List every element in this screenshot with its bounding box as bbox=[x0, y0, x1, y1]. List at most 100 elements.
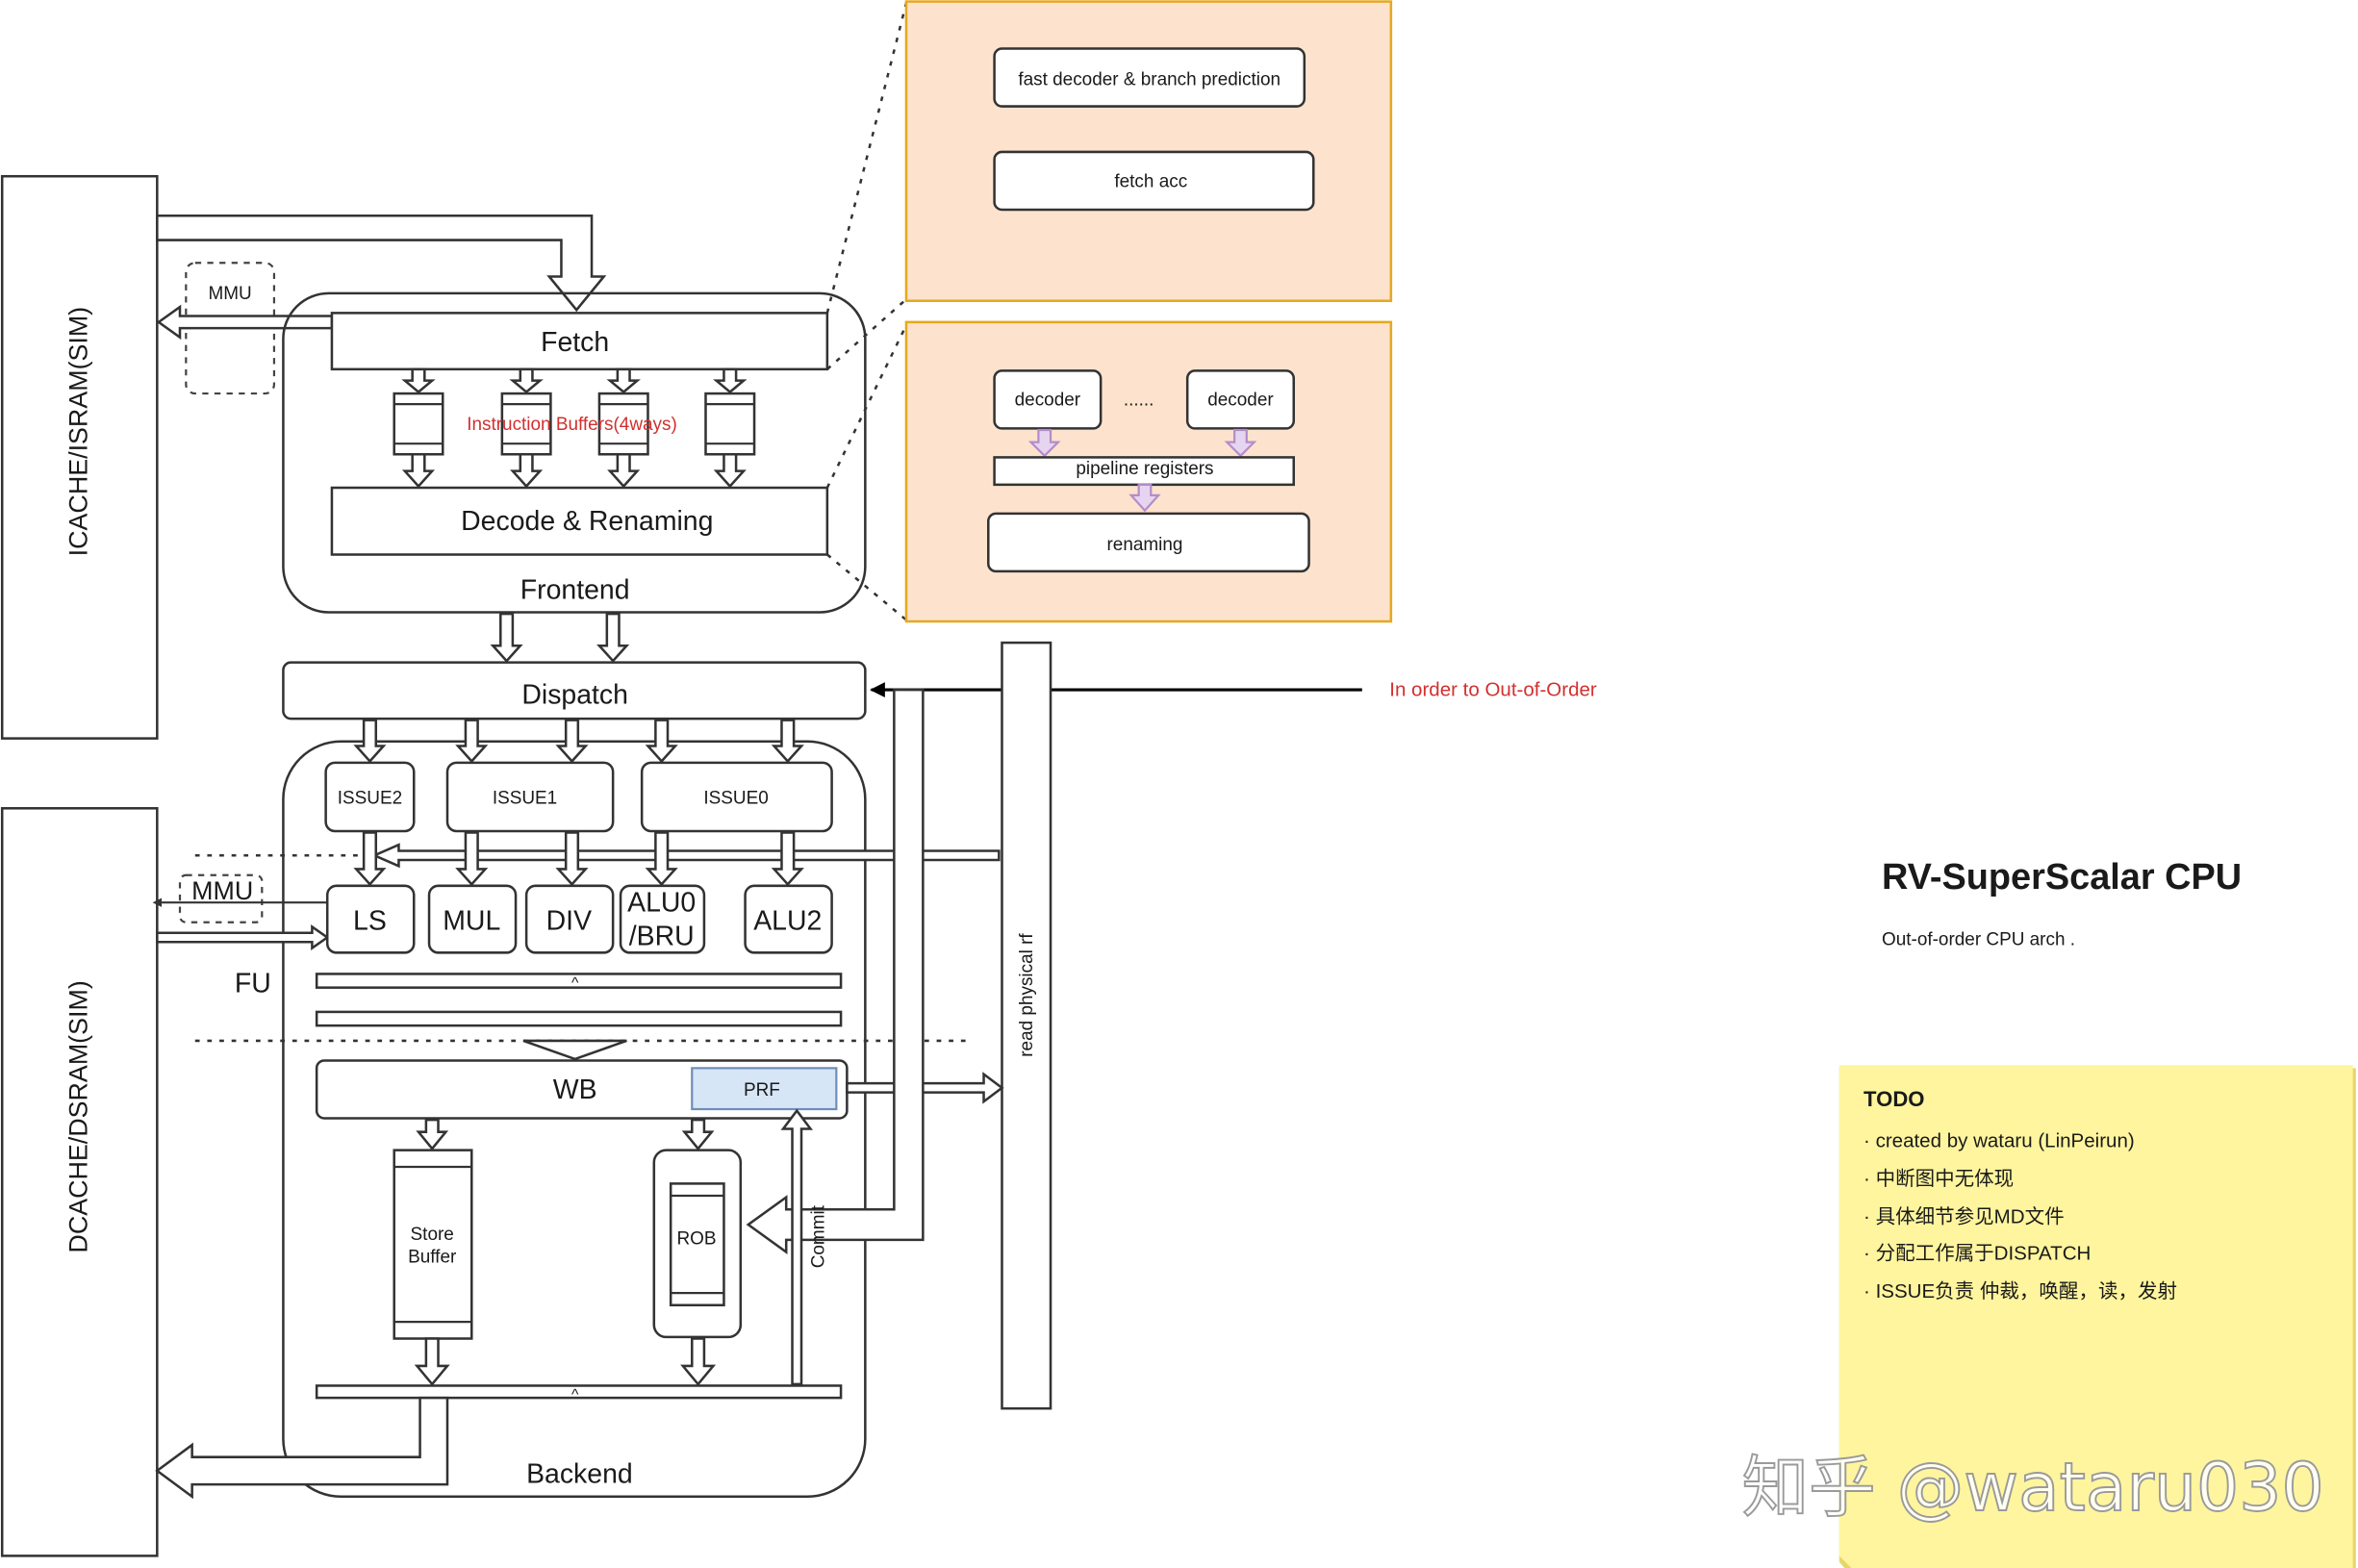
dispatch-issue-arrow bbox=[645, 719, 678, 764]
frontend-label: Frontend bbox=[520, 574, 630, 605]
buffer-to-decode-arrow bbox=[401, 452, 436, 489]
store-buffer-label-2: Buffer bbox=[408, 1248, 456, 1268]
decoder-left-arrow bbox=[1027, 428, 1061, 458]
issue-to-fu-arrows bbox=[353, 831, 804, 887]
dispatch-to-issue-arrows bbox=[353, 719, 804, 764]
zoom-line-fetch-top bbox=[825, 2, 908, 314]
rob-to-bus-arrow bbox=[680, 1337, 717, 1386]
dcache-block: DCACHE/DSRAM(SIM) bbox=[0, 807, 159, 1557]
mmu-bottom-label: MMU bbox=[191, 876, 253, 905]
zoom-line-decode-top bbox=[825, 324, 908, 489]
commit-arrow bbox=[746, 688, 925, 1254]
bus-to-dcache-arrow bbox=[155, 1396, 449, 1500]
dcache-to-ls-arrow bbox=[156, 924, 330, 951]
issue2-label: ISSUE2 bbox=[338, 789, 402, 809]
fu-alu0-bru-label: ALU0/BRU bbox=[627, 888, 696, 952]
decoder-left-label: decoder bbox=[1015, 391, 1080, 411]
rob: ROB bbox=[652, 1149, 743, 1339]
fetch-to-buffer-arrow bbox=[606, 367, 641, 394]
todo-note: TODO · created by wataru (LinPeirun) · 中… bbox=[1838, 1065, 2356, 1568]
pipeline-registers-label: pipeline registers bbox=[1076, 459, 1213, 479]
dispatch-issue-arrow bbox=[555, 719, 589, 764]
fast-decoder-label: fast decoder & branch prediction bbox=[1018, 69, 1280, 89]
todo-heading: TODO bbox=[1864, 1087, 1924, 1111]
issue1-label: ISSUE1 bbox=[493, 789, 557, 809]
issue-fu-arrow bbox=[555, 831, 589, 887]
fu-ls-label: LS bbox=[353, 906, 387, 937]
instruction-buffer bbox=[393, 392, 444, 456]
storebuffer-to-bus-arrow bbox=[414, 1337, 450, 1386]
fetch-acc-label: fetch acc bbox=[1114, 171, 1187, 191]
dispatch-block: Dispatch bbox=[282, 661, 867, 721]
backend-label: Backend bbox=[526, 1459, 633, 1490]
instruction-buffers-label: Instruction Buffers(4ways) bbox=[467, 415, 677, 435]
zoom-line-decode-bottom bbox=[826, 553, 907, 621]
in-order-note: In order to Out-of-Order bbox=[1389, 678, 1597, 700]
pipeline-to-renaming-arrow bbox=[1128, 483, 1161, 513]
wb-to-rob-arrow bbox=[681, 1118, 715, 1151]
todo-item: · 具体细节参见MD文件 bbox=[1864, 1205, 2065, 1227]
store-buffer: Store Buffer bbox=[393, 1149, 473, 1340]
rob-label: ROB bbox=[676, 1229, 716, 1250]
todo-item: · ISSUE负责 仲裁，唤醒，读，发射 bbox=[1864, 1280, 2177, 1302]
prf-label: PRF bbox=[744, 1080, 780, 1100]
buffer-to-decode-arrow bbox=[713, 452, 747, 489]
svg-text:^: ^ bbox=[571, 975, 579, 992]
commit-bus bbox=[315, 1384, 843, 1400]
renaming-label: renaming bbox=[1106, 535, 1182, 555]
frontend-to-dispatch-arrows bbox=[490, 612, 630, 663]
frontend-dispatch-arrow bbox=[490, 612, 523, 663]
decode-renaming-label: Decode & Renaming bbox=[461, 506, 713, 537]
todo-item: · 分配工作属于DISPATCH bbox=[1864, 1242, 2091, 1264]
dispatch-issue-arrow bbox=[455, 719, 489, 764]
buffer-to-decode-arrow bbox=[510, 452, 544, 489]
zoom-line-fetch-bottom bbox=[826, 298, 907, 370]
svg-text:^: ^ bbox=[571, 1387, 579, 1404]
dispatch-issue-arrow bbox=[771, 719, 804, 764]
dispatch-issue-arrow bbox=[353, 719, 387, 764]
dcache-label: DCACHE/DSRAM(SIM) bbox=[64, 980, 93, 1252]
fetch-label: Fetch bbox=[541, 327, 609, 358]
watermark: 知乎 @wataru030 bbox=[1742, 1449, 2324, 1527]
decoder-ellipsis: ...... bbox=[1124, 391, 1154, 411]
issue-stage: ISSUE2 ISSUE1 ISSUE0 bbox=[324, 761, 833, 833]
store-buffer-label-1: Store bbox=[411, 1225, 454, 1245]
read-physical-rf-block: read physical rf bbox=[1001, 641, 1052, 1410]
result-bus-2 bbox=[315, 1010, 843, 1027]
icache-block: ICACHE/ISRAM(SIM) bbox=[0, 174, 159, 740]
wb-to-storebuffer-arrow bbox=[416, 1118, 449, 1151]
wb-block: WB PRF bbox=[315, 1059, 849, 1120]
mmu-top-label: MMU bbox=[209, 284, 252, 304]
fu-stage: LS MUL DIV ALU0/BRU ALU2 bbox=[325, 884, 833, 954]
issue-fu-arrow bbox=[455, 831, 489, 887]
mmu-top: MMU bbox=[185, 262, 276, 395]
issue-fu-arrow bbox=[645, 831, 678, 887]
todo-item: · created by wataru (LinPeirun) bbox=[1864, 1129, 2135, 1151]
wb-label: WB bbox=[553, 1075, 597, 1105]
fetch-to-buffer-arrow bbox=[713, 367, 748, 394]
diagram-subtitle: Out-of-order CPU arch . bbox=[1882, 929, 2075, 949]
frontend-container bbox=[282, 291, 867, 614]
read-physical-rf-label: read physical rf bbox=[1017, 933, 1037, 1057]
issue-fu-arrow bbox=[771, 831, 804, 887]
bus-to-wb-arrow bbox=[522, 1039, 627, 1061]
frontend-dispatch-arrow bbox=[596, 612, 630, 663]
fetch-to-buffer-arrow bbox=[401, 367, 436, 394]
buffer-to-decode-arrow bbox=[607, 452, 641, 489]
fu-label: FU bbox=[235, 968, 271, 999]
prf-to-rf-arrow bbox=[846, 1072, 1004, 1104]
diagram-title: RV-SuperScalar CPU bbox=[1882, 857, 2242, 898]
fu-div-label: DIV bbox=[546, 906, 592, 937]
fu-mul-label: MUL bbox=[443, 906, 500, 937]
issue0-label: ISSUE0 bbox=[703, 789, 768, 809]
decode-renaming-block: Decode & Renaming bbox=[330, 486, 829, 556]
fu-alu2-label: ALU2 bbox=[753, 906, 822, 937]
decode-detail-panel: decoder ...... decoder pipeline register… bbox=[904, 320, 1393, 623]
todo-item: · 中断图中无体现 bbox=[1864, 1168, 2014, 1190]
instruction-buffer bbox=[704, 392, 756, 456]
instruction-buffers: Instruction Buffers(4ways) bbox=[393, 367, 756, 489]
fetch-to-buffer-arrow bbox=[509, 367, 544, 394]
fetch-block: Fetch bbox=[330, 312, 829, 371]
prf-block bbox=[691, 1067, 838, 1111]
